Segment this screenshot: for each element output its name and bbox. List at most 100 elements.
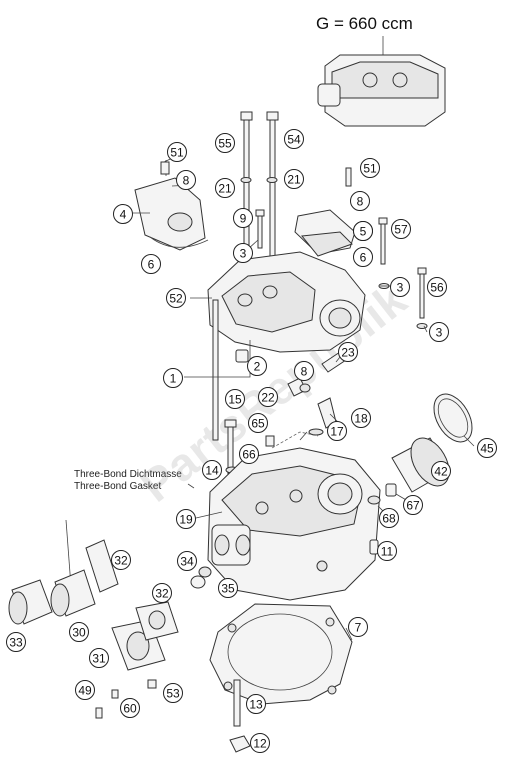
callout-number: 8 (357, 195, 364, 209)
callout-circle (250, 733, 270, 753)
callout-circle (239, 444, 259, 464)
callout-circle (338, 342, 358, 362)
callout-circle (225, 389, 245, 409)
callout-circle (89, 648, 109, 668)
callout-4: 4 (113, 204, 133, 224)
callout-8: 8 (176, 170, 196, 190)
callout-17: 17 (327, 421, 347, 441)
callout-22: 22 (258, 387, 278, 407)
callout-number: 6 (148, 258, 155, 272)
callout-circle (351, 408, 371, 428)
camshaft-housing (207, 251, 366, 441)
callout-15: 15 (225, 389, 245, 409)
callout-21: 21 (284, 169, 304, 189)
callout-56: 56 (427, 277, 447, 297)
callout-number: 2 (254, 360, 261, 374)
callout-circle (377, 541, 397, 561)
callout-circle (215, 133, 235, 153)
exhaust-flanges (8, 519, 179, 671)
valve-cover-left (133, 160, 209, 251)
callout-49: 49 (75, 680, 95, 700)
callout-8: 8 (350, 191, 370, 211)
plugs (367, 483, 397, 555)
callout-number: 19 (179, 513, 193, 527)
callout-52: 52 (166, 288, 186, 308)
displacement-label: G = 660 ccm (316, 14, 413, 33)
callout-number: 55 (218, 137, 232, 151)
callout-45: 45 (477, 438, 497, 458)
callout-number: 4 (120, 208, 127, 222)
callout-circle (429, 322, 449, 342)
callout-circle (247, 356, 267, 376)
head-gasket (209, 603, 353, 705)
callout-circle (233, 243, 253, 263)
callout-circle (167, 142, 187, 162)
callout-65: 65 (248, 413, 268, 433)
callout-circle (431, 461, 451, 481)
callout-circle (258, 387, 278, 407)
callout-number: 21 (287, 173, 301, 187)
callout-number: 11 (381, 545, 394, 559)
callout-circle (111, 550, 131, 570)
callout-51: 51 (360, 158, 380, 178)
callout-51: 51 (167, 142, 187, 162)
callout-21: 21 (215, 178, 235, 198)
callout-circle (218, 578, 238, 598)
callout-number: 68 (382, 512, 396, 526)
callout-circle (403, 495, 423, 515)
callout-2: 2 (247, 356, 267, 376)
callout-number: 31 (92, 652, 106, 666)
callout-34: 34 (177, 551, 197, 571)
callout-53: 53 (163, 683, 183, 703)
callout-number: 32 (114, 554, 128, 568)
callout-circle (248, 413, 268, 433)
callout-60: 60 (120, 698, 140, 718)
plug-34-35 (190, 566, 212, 589)
callout-circle (215, 178, 235, 198)
callout-number: 30 (72, 626, 86, 640)
callout-3: 3 (390, 277, 410, 297)
callout-circle (477, 438, 497, 458)
callout-circle (233, 208, 253, 228)
inset-cylinder-head (317, 36, 446, 127)
callout-circle (113, 204, 133, 224)
callout-8: 8 (294, 361, 314, 381)
callout-number: 7 (355, 621, 362, 635)
callout-54: 54 (284, 129, 304, 149)
callout-number: 1 (170, 372, 177, 386)
callout-number: 5 (360, 225, 367, 239)
callout-number: 53 (166, 687, 180, 701)
callout-14: 14 (202, 460, 222, 480)
callout-number: 3 (397, 281, 404, 295)
callout-57: 57 (391, 219, 411, 239)
callout-number: 3 (240, 247, 247, 261)
callout-circle (141, 254, 161, 274)
callout-number: 21 (218, 182, 232, 196)
callout-circle (177, 551, 197, 571)
callout-66: 66 (239, 444, 259, 464)
callout-circle (284, 129, 304, 149)
callout-31: 31 (89, 648, 109, 668)
cylinder-head (207, 447, 381, 601)
callout-circle (246, 694, 266, 714)
callout-circle (327, 421, 347, 441)
callout-30: 30 (69, 622, 89, 642)
callout-circle (294, 361, 314, 381)
callout-circle (152, 583, 172, 603)
callout-number: 35 (221, 582, 235, 596)
callout-number: 14 (205, 464, 219, 478)
callout-23: 23 (338, 342, 358, 362)
callout-number: 45 (480, 442, 494, 456)
callout-number: 54 (287, 133, 301, 147)
callout-number: 57 (394, 223, 408, 237)
callout-circle (163, 683, 183, 703)
callout-42: 42 (431, 461, 451, 481)
callout-68: 68 (379, 508, 399, 528)
callout-circle (176, 509, 196, 529)
callout-number: 51 (170, 146, 184, 160)
callout-number: 23 (341, 346, 355, 360)
callout-circle (391, 219, 411, 239)
callout-circle (379, 508, 399, 528)
callout-5: 5 (353, 221, 373, 241)
